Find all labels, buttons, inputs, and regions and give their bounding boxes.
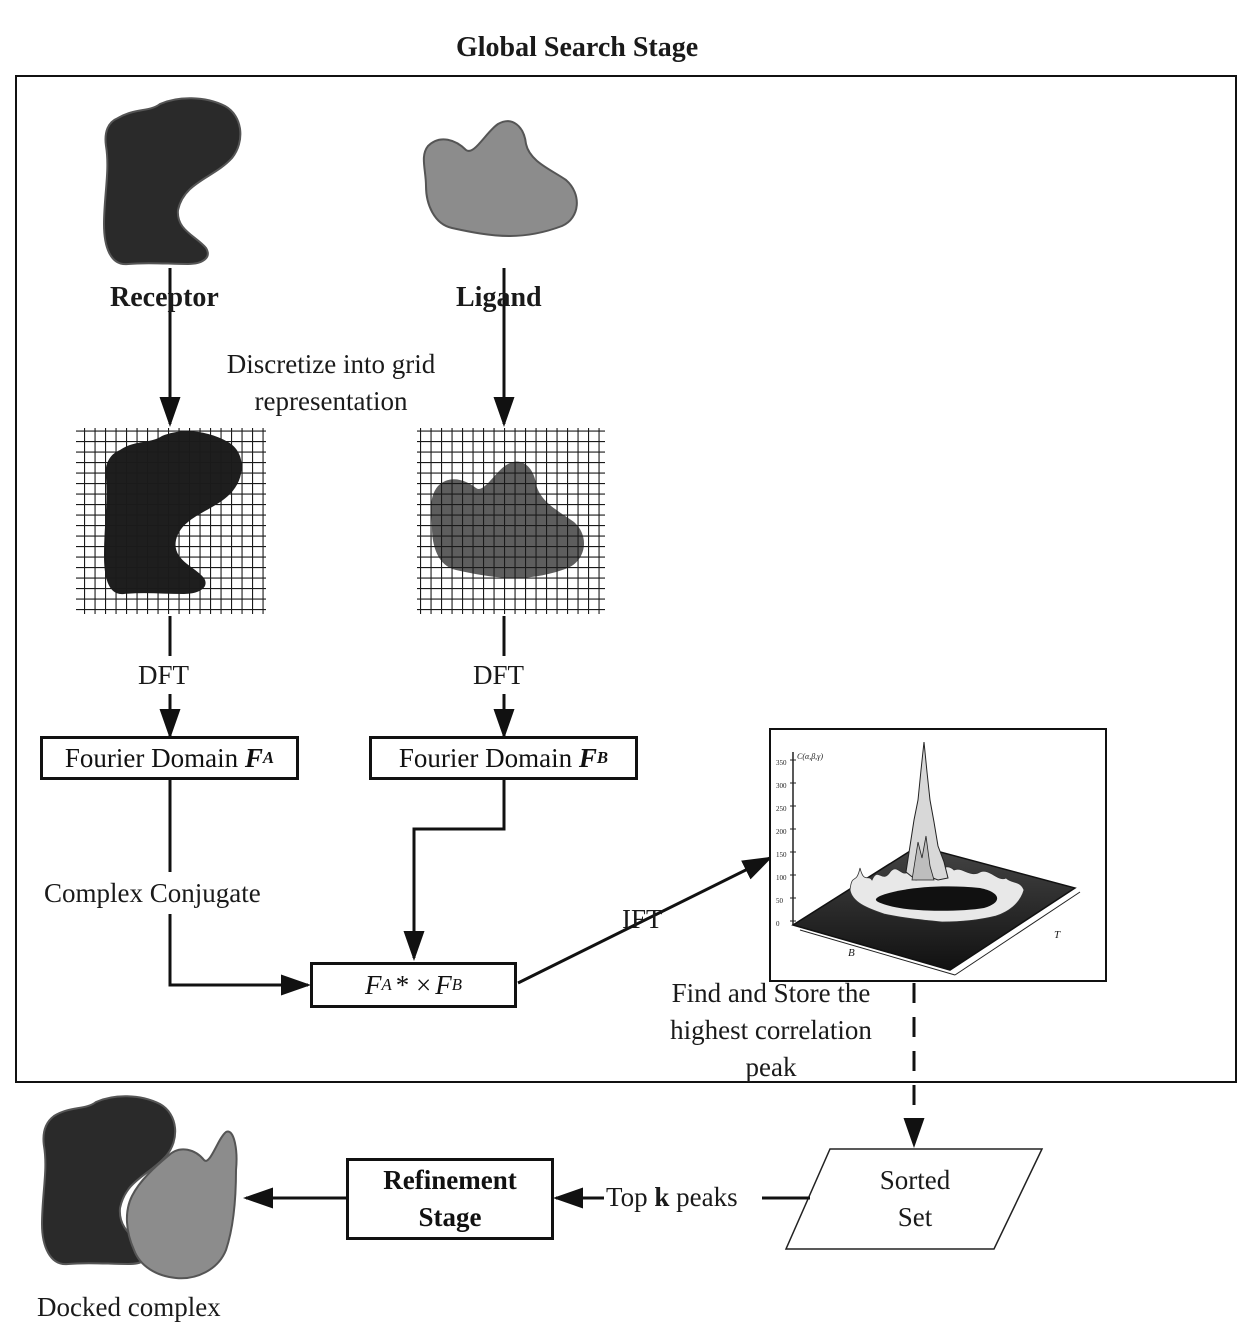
z-tick: 250: [776, 805, 787, 813]
global-search-frame: [15, 75, 1237, 1083]
find-store-label: Find and Store the highest correlation p…: [670, 978, 872, 1082]
correlation-plot: [769, 728, 1107, 982]
ligand-grid: [417, 428, 605, 614]
dft-right-label: DFT: [473, 658, 525, 694]
ligand-label: Ligand: [456, 282, 542, 313]
product-f2: F: [435, 969, 452, 1000]
diagram-title: Global Search Stage: [456, 32, 699, 63]
z-tick: 200: [776, 828, 787, 836]
product-sub2: B: [451, 975, 462, 994]
z-tick: 300: [776, 782, 787, 790]
top-k-peaks-label: Top k peaks: [606, 1180, 738, 1215]
product-op: * ×: [395, 969, 432, 1000]
fourier-a-text: Fourier Domain: [64, 742, 245, 773]
product-f1: F: [365, 969, 382, 1000]
receptor-grid: [76, 428, 266, 614]
receptor-label: Receptor: [110, 282, 219, 313]
fourier-b-symbol: F: [578, 742, 597, 773]
receptor-shape: [102, 97, 242, 266]
z-tick: 50: [776, 897, 783, 905]
plot-y-axis-label: T: [1054, 929, 1061, 941]
plot-z-ticks: 350 300 250 200 150 100 50 0: [776, 752, 792, 936]
plot-x-axis-label: B: [848, 947, 855, 959]
ift-label: IFT: [622, 904, 663, 934]
fourier-b-text: Fourier Domain: [398, 742, 579, 773]
top-k-suffix: peaks: [669, 1182, 738, 1212]
product-sub1: A: [381, 975, 392, 994]
refinement-label: Refinement Stage: [383, 1165, 517, 1232]
sorted-set-shape: [784, 1148, 1044, 1250]
plot-z-axis-name: C(α,β,γ): [797, 752, 823, 761]
top-k-k: k: [654, 1182, 670, 1212]
z-tick: 0: [776, 920, 780, 928]
z-tick: 350: [776, 759, 787, 767]
docked-complex-label: Docked complex: [37, 1292, 221, 1322]
fourier-a-subscript: A: [262, 748, 275, 767]
sorted-set-label: Sorted Set: [879, 1165, 951, 1232]
z-tick: 100: [776, 874, 787, 882]
arrow-fb-to-product: [403, 780, 506, 961]
arrow-ift: [517, 856, 773, 985]
dft-left-label: DFT: [138, 658, 190, 694]
z-tick: 150: [776, 851, 787, 859]
fourier-a-symbol: F: [244, 742, 263, 773]
complex-conjugate-label: Complex Conjugate: [44, 876, 261, 912]
ligand-shape: [422, 120, 578, 238]
fourier-b-subscript: B: [596, 748, 609, 767]
arrow-conjugate-to-product: [168, 914, 311, 996]
docked-complex-shape: [40, 1095, 238, 1280]
refinement-stage-box: Refinement Stage: [346, 1158, 554, 1240]
discretize-label: Discretize into grid representation: [226, 349, 436, 416]
top-k-prefix: Top: [606, 1182, 655, 1212]
